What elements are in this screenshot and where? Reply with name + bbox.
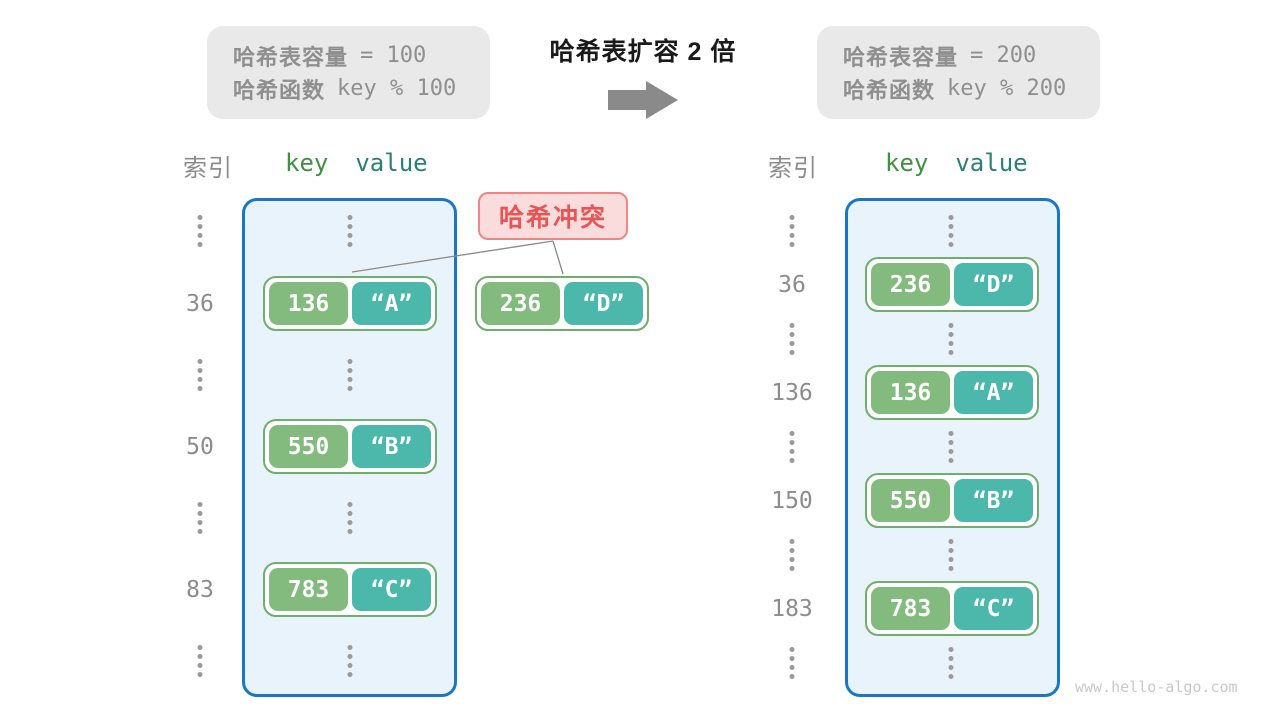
ellipsis-dots [789,215,795,247]
key-value-pair: 136“A” [865,365,1039,420]
key-value-pair: 136“A” [263,276,437,331]
key-value-pair: 783“C” [865,581,1039,636]
value-header: value [955,149,1028,177]
pair-key: 783 [269,568,348,611]
key-value-pair: 550“B” [263,419,437,474]
capacity-value: = 200 [970,43,1037,68]
pair-key: 236 [871,263,950,306]
index-label: 136 [771,379,813,406]
diagram-title: 哈希表扩容 2 倍 [549,38,737,66]
ellipsis-dots [948,430,954,463]
pair-value: “C” [954,587,1033,630]
key-header: key [285,149,329,177]
pair-key: 783 [871,587,950,630]
key-header: key [885,149,929,177]
key-value-pair: 236“D” [865,257,1039,312]
index-column-header-right: 索引 [768,155,818,182]
hash-function-value: key % 100 [337,76,457,101]
pair-value: “B” [954,479,1033,522]
pair-key: 550 [871,479,950,522]
ellipsis-dots [347,215,353,247]
ellipsis-dots [197,645,203,677]
index-column-header-left: 索引 [183,155,233,182]
ellipsis-dots [948,538,954,571]
ellipsis-dots [197,502,203,534]
ellipsis-dots [789,430,795,463]
ellipsis-dots [347,645,353,677]
kv-column-header-left: key value [285,149,428,177]
hash-function-line: 哈希函数 key % 100 [233,72,490,105]
pair-key: 550 [269,425,348,468]
pair-value: “D” [564,282,643,325]
ellipsis-dots [197,215,203,247]
hash-function-value: key % 200 [947,76,1067,101]
expand-arrow-head-icon [646,81,678,119]
pair-value: “A” [954,371,1033,414]
pair-value: “B” [352,425,431,468]
kv-column-header-right: key value [885,149,1028,177]
ellipsis-dots [197,359,203,391]
pair-value: “A” [352,282,431,325]
pair-value: “D” [954,263,1033,306]
collision-label: 哈希冲突 [478,192,628,240]
index-label: 36 [186,290,214,317]
hash-function-label: 哈希函数 [233,77,326,103]
pair-value: “C” [352,568,431,611]
value-header: value [355,149,428,177]
capacity-line: 哈希表容量 = 200 [843,39,1100,72]
key-value-pair: 550“B” [865,473,1039,528]
pair-key: 236 [481,282,560,325]
ellipsis-dots [948,322,954,355]
ellipsis-dots [789,646,795,679]
hash-function-label: 哈希函数 [843,77,936,103]
ellipsis-dots [789,322,795,355]
hash-function-line: 哈希函数 key % 200 [843,72,1100,105]
watermark: www.hello-algo.com [1075,678,1238,696]
ellipsis-dots [948,215,954,247]
index-label: 36 [778,271,806,298]
capacity-line: 哈希表容量 = 100 [233,39,490,72]
key-value-pair-external: 236 “D” [475,276,649,331]
ellipsis-dots [789,538,795,571]
capacity-label: 哈希表容量 [233,44,349,70]
expand-arrow-icon [608,90,646,110]
key-value-pair: 783“C” [263,562,437,617]
index-label: 150 [771,487,813,514]
capacity-box-before: 哈希表容量 = 100 哈希函数 key % 100 [207,26,490,119]
index-label: 83 [186,576,214,603]
pair-key: 136 [269,282,348,325]
ellipsis-dots [948,646,954,679]
pair-key: 136 [871,371,950,414]
ellipsis-dots [347,502,353,534]
capacity-label: 哈希表容量 [843,44,959,70]
capacity-box-after: 哈希表容量 = 200 哈希函数 key % 200 [817,26,1100,119]
index-label: 50 [186,433,214,460]
ellipsis-dots [347,359,353,391]
index-label: 183 [771,595,813,622]
capacity-value: = 100 [360,43,427,68]
